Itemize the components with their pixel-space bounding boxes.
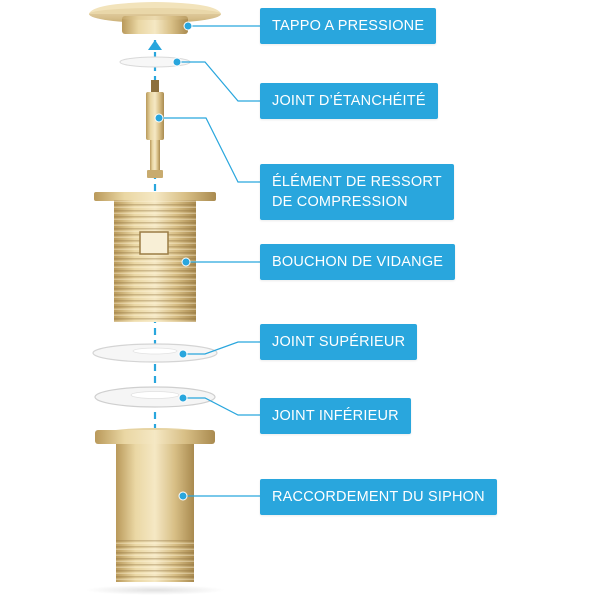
connectors bbox=[159, 25, 260, 497]
label-bouchon: BOUCHON DE VIDANGE bbox=[260, 244, 456, 280]
drain-plug-body bbox=[94, 192, 216, 322]
pop-up-cap bbox=[89, 2, 221, 34]
connector-joint-inferieur bbox=[183, 397, 260, 416]
spring-element bbox=[146, 80, 164, 178]
label-tappo: TAPPO A PRESSIONE bbox=[260, 8, 437, 44]
siphon-connector bbox=[85, 428, 225, 595]
connector-dots bbox=[154, 21, 193, 501]
label-raccordement: RACCORDEMENT DU SIPHON bbox=[260, 479, 497, 515]
label-joint-inferieur: JOINT INFÉRIEUR bbox=[260, 398, 411, 434]
connector-joint-superieur bbox=[183, 341, 260, 355]
upper-gasket bbox=[92, 343, 218, 363]
lower-gasket bbox=[94, 386, 216, 408]
connector-ressort bbox=[159, 117, 260, 183]
label-joint-etancheite: JOINT D’ÉTANCHÉITÉ bbox=[260, 83, 438, 119]
axis-arrowhead bbox=[148, 40, 162, 50]
connector-joint-etancheite bbox=[177, 61, 260, 102]
label-ressort: ÉLÉMENT DE RESSORT DE COMPRESSION bbox=[260, 164, 454, 220]
label-joint-superieur: JOINT SUPÉRIEUR bbox=[260, 324, 418, 360]
